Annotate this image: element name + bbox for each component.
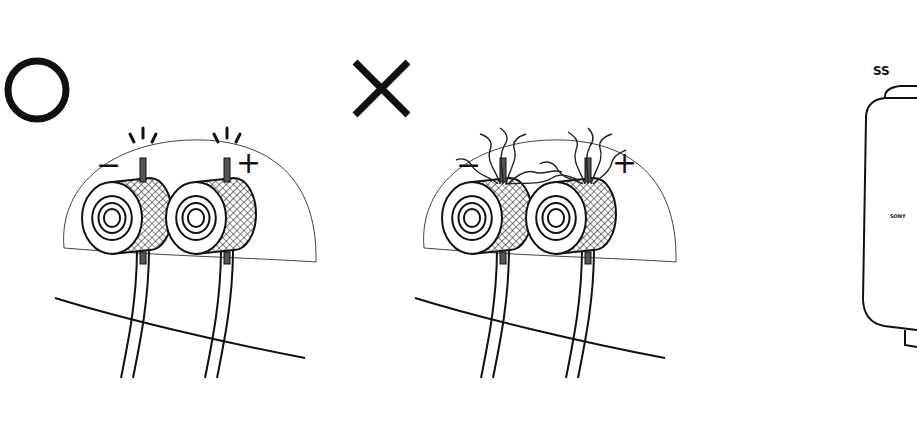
wire [566, 248, 582, 378]
post-ring [183, 203, 210, 233]
post-ring [92, 196, 132, 240]
sparkle [130, 128, 240, 142]
wire [493, 248, 509, 378]
post-ring [188, 209, 204, 227]
frayed-strands [456, 128, 626, 184]
binding-post [442, 158, 532, 378]
speaker-unit [863, 86, 917, 347]
post-ring [452, 196, 492, 240]
post-ring [176, 196, 216, 240]
post-ring [543, 203, 570, 233]
post-face [442, 182, 502, 254]
brand-logo: SONY [890, 214, 906, 219]
post-face [526, 182, 586, 254]
wire [217, 248, 233, 378]
wire [578, 248, 594, 378]
incorrect-mark [355, 62, 408, 115]
binding-post [82, 158, 172, 378]
post-ring [104, 209, 120, 227]
stripped-conductor [140, 252, 146, 264]
post-ring [99, 203, 126, 233]
wire [121, 248, 137, 378]
post-ring [548, 209, 564, 227]
stripped-conductor [585, 252, 591, 264]
post-ring [536, 196, 576, 240]
polarity-minus: − [96, 150, 121, 180]
polarity-plus: + [612, 148, 637, 178]
polarity-plus: + [236, 148, 261, 178]
wire [205, 248, 221, 378]
magnify-outline [424, 140, 676, 262]
stripped-conductor [224, 158, 230, 182]
polarity-minus: − [456, 150, 481, 180]
wire [481, 248, 497, 378]
magnify-outline [64, 140, 316, 262]
binding-post [526, 158, 616, 378]
post-face [166, 182, 226, 254]
stripped-conductor [224, 252, 230, 264]
speaker-edge [55, 298, 305, 358]
wire [133, 248, 149, 378]
post-ring [459, 203, 486, 233]
stripped-conductor [500, 252, 506, 264]
post-face [82, 182, 142, 254]
stripped-conductor [140, 158, 146, 182]
binding-post [166, 158, 256, 378]
post-ring [464, 209, 480, 227]
model-name: SS [873, 65, 890, 77]
speaker-edge [415, 298, 665, 358]
correct-mark [8, 61, 66, 119]
